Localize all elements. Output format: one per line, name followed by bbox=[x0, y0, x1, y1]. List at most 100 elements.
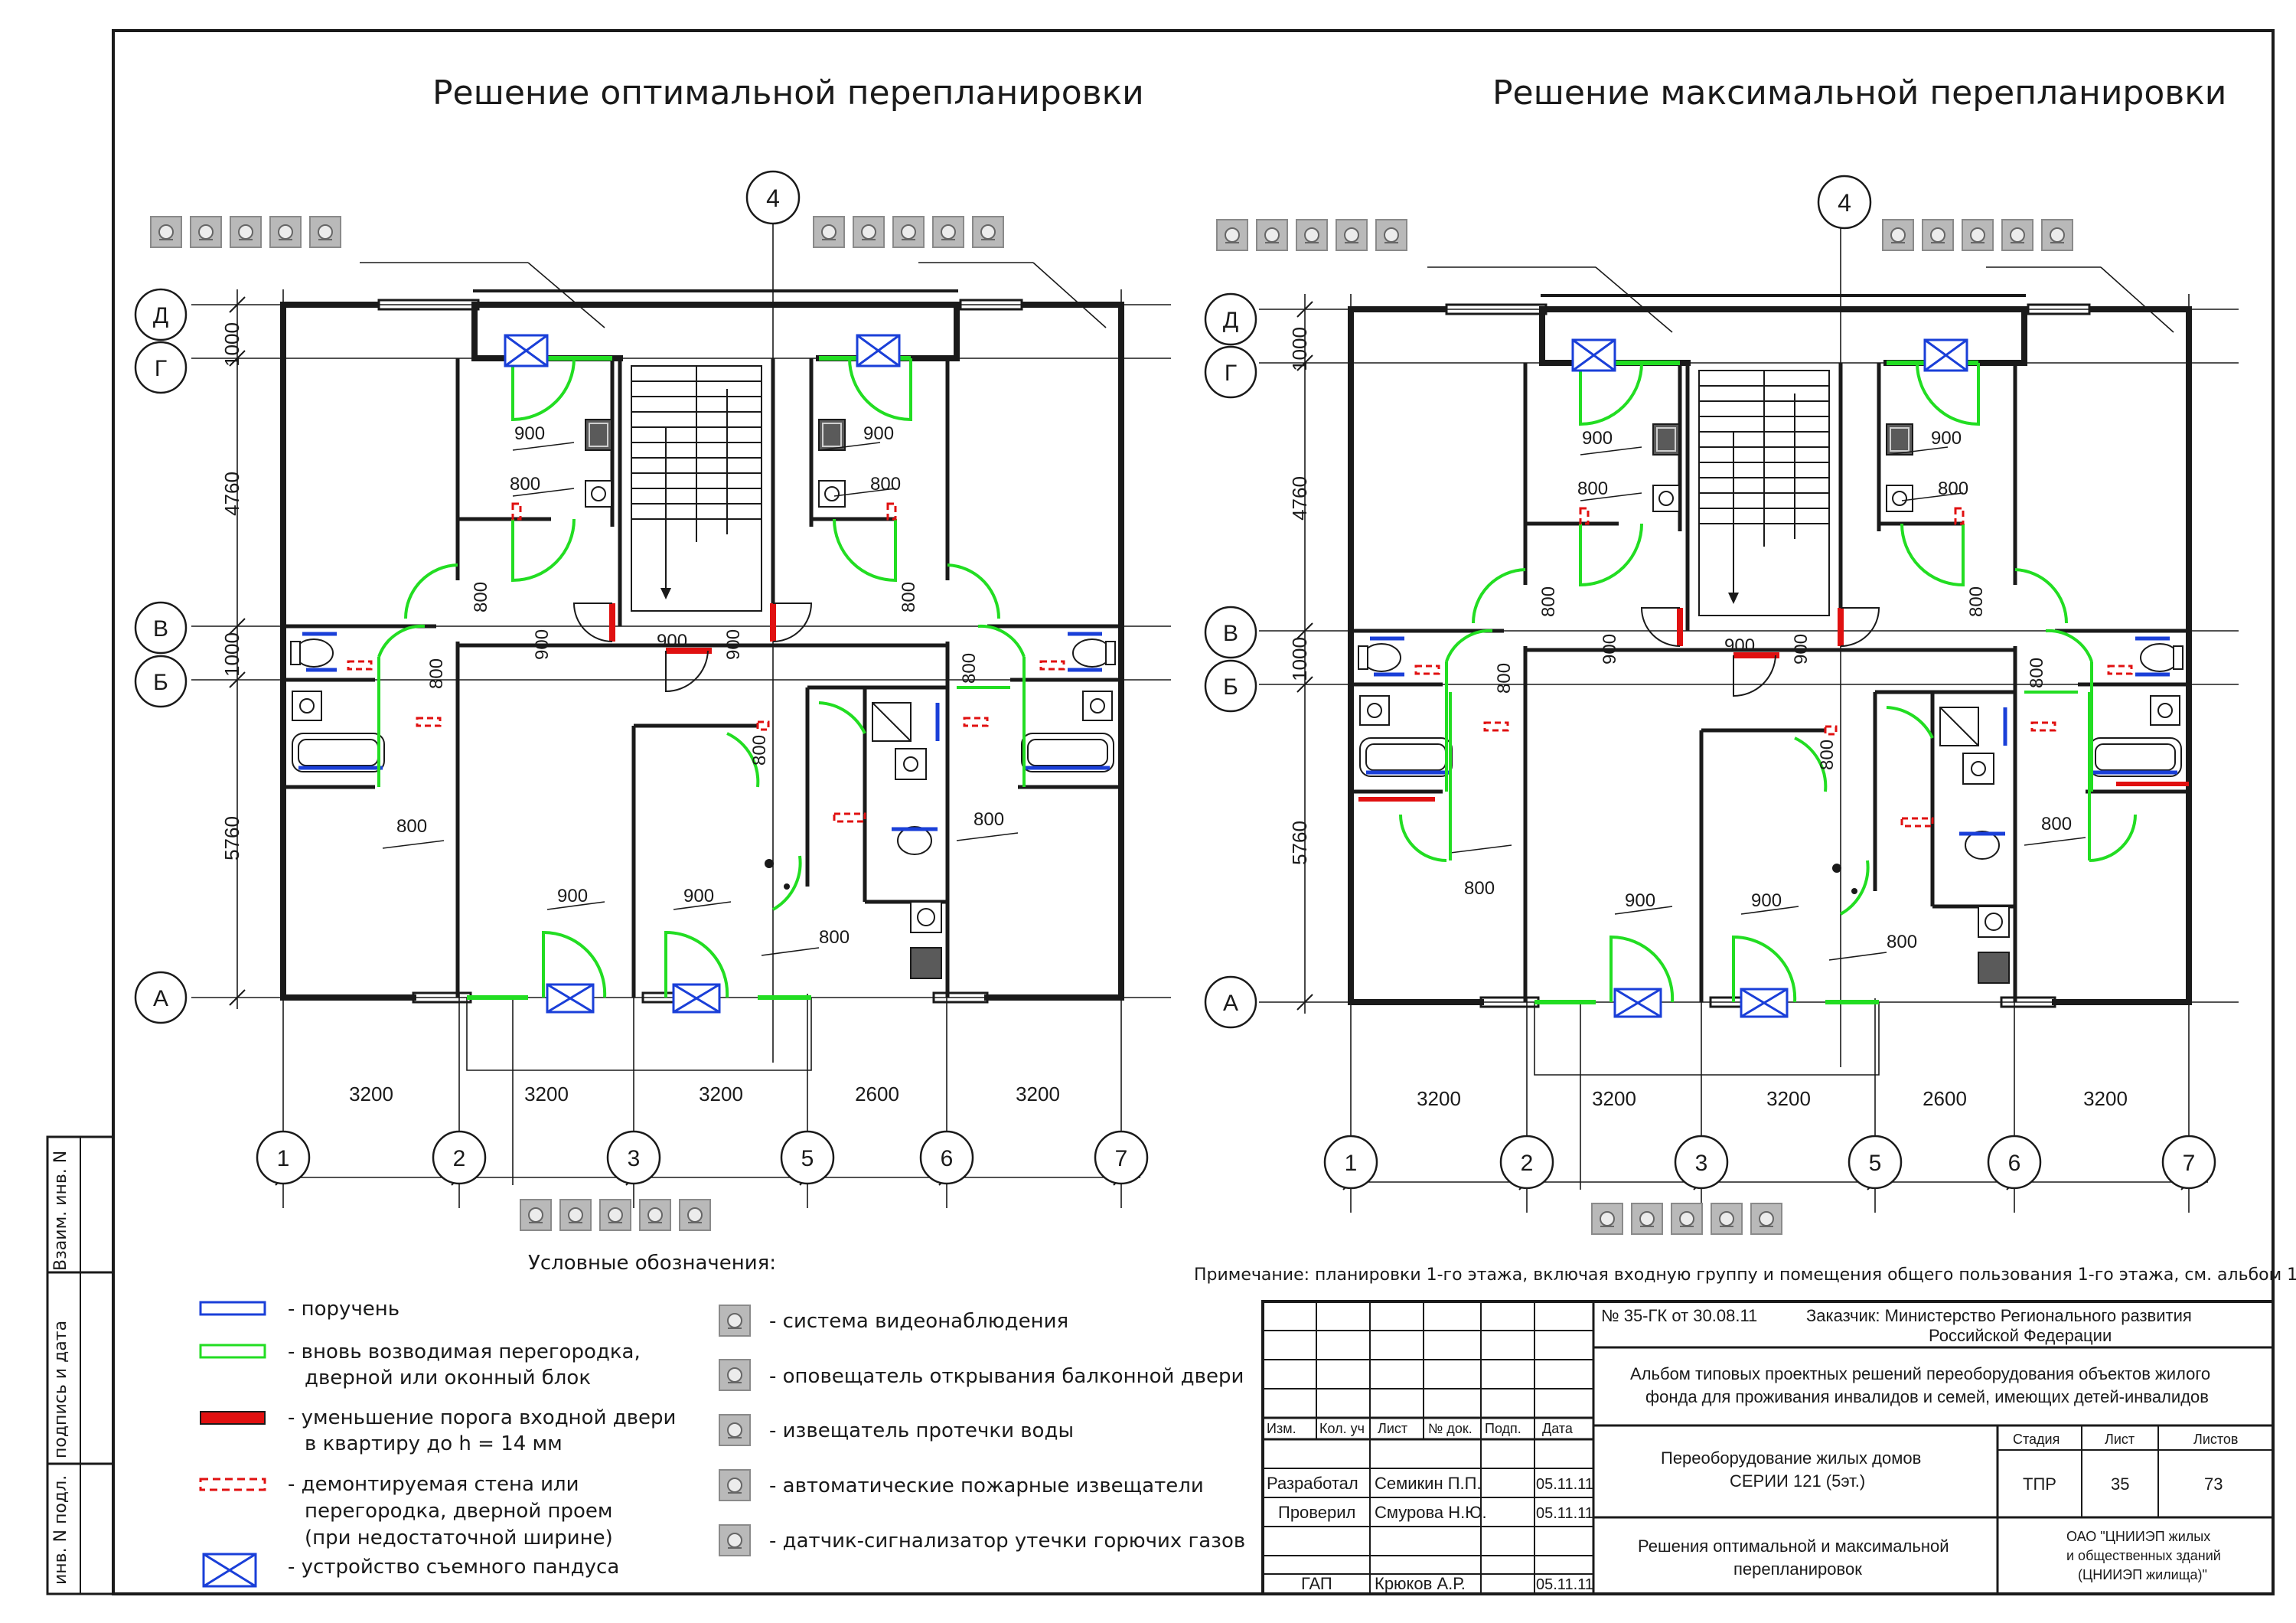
door-dim: 800 bbox=[1817, 740, 1838, 770]
col-dim: 3200 bbox=[1592, 1087, 1636, 1110]
door-dim: 800 bbox=[2041, 814, 2072, 834]
legend-label: перегородка, дверной проем bbox=[305, 1500, 613, 1523]
legend-label: - вновь возводимая перегородка, bbox=[288, 1341, 641, 1363]
row-label: В bbox=[153, 616, 168, 642]
col-label: 1 bbox=[277, 1146, 290, 1171]
col-label: 7 bbox=[2183, 1151, 2196, 1176]
stamp-stage: ТПР bbox=[2023, 1474, 2056, 1494]
stamp-col-header: Дата bbox=[1542, 1421, 1574, 1436]
sensor-label: - извещатель протечки воды bbox=[769, 1419, 1074, 1442]
stamp-col-header: Лист bbox=[1378, 1421, 1407, 1436]
row-label: А bbox=[153, 986, 168, 1011]
sensor-icon-row bbox=[151, 217, 341, 247]
door-dimensions: 900 800 900 800 800 900 900 900 800 800 … bbox=[1464, 428, 2072, 952]
column-axes: 1 2 3 5 6 7 bbox=[1323, 1135, 2216, 1190]
col-label: 5 bbox=[1869, 1151, 1882, 1176]
door-dim: 900 bbox=[1751, 890, 1782, 911]
stamp-sheet-title: перепланировок bbox=[1733, 1559, 1862, 1579]
side-stamp-label-3: инв. N подл. bbox=[51, 1475, 70, 1585]
col-dim: 2600 bbox=[1923, 1087, 1967, 1110]
door-dim: 800 bbox=[974, 809, 1004, 830]
row-label: А bbox=[1223, 991, 1238, 1016]
stamp-col-header: Кол. уч bbox=[1319, 1421, 1365, 1436]
axis-bubble bbox=[1817, 175, 1872, 230]
col-label: 3 bbox=[628, 1146, 641, 1171]
door-dim: 800 bbox=[959, 653, 980, 684]
gas-sensor-icon bbox=[719, 1524, 751, 1556]
door-dim: 900 bbox=[1625, 890, 1655, 911]
stamp-sheet: 35 bbox=[2111, 1474, 2129, 1494]
stamp-album: Альбом типовых проектных решений переобо… bbox=[1630, 1364, 2210, 1383]
row-label: Г bbox=[1225, 361, 1237, 386]
stamp-date: 05.11.11 bbox=[1536, 1576, 1593, 1593]
stamp-role: Разработал bbox=[1267, 1474, 1358, 1493]
row-axes: Д Г В Б А bbox=[1204, 292, 1257, 1029]
col-label: 5 bbox=[801, 1146, 814, 1171]
sensor-icon-row bbox=[1592, 1203, 1782, 1234]
stamp-customer: Заказчик: Министерство Регионального раз… bbox=[1806, 1306, 2192, 1325]
column-dimensions: 3200 3200 3200 2600 3200 bbox=[349, 1083, 1060, 1105]
title-block bbox=[1261, 1300, 2275, 1595]
stamp-org: и общественных зданий bbox=[2066, 1548, 2221, 1563]
row-dim: 4760 bbox=[220, 472, 243, 516]
door-dim: 800 bbox=[2027, 658, 2047, 688]
sensor-icon-row bbox=[1883, 220, 2073, 250]
stamp-role: Проверил bbox=[1278, 1503, 1355, 1522]
stamp-org: (ЦНИИЭП жилища)" bbox=[2078, 1567, 2207, 1582]
stamp-org: ОАО "ЦНИИЭП жилых bbox=[2066, 1529, 2210, 1544]
stamp-name: Семикин П.П. bbox=[1375, 1474, 1482, 1493]
legend-title: Условные обозначения: bbox=[528, 1252, 776, 1275]
door-dimensions: 900 800 900 800 800 900 900 900 800 800 … bbox=[396, 423, 1004, 948]
stamp-project: СЕРИИ 121 (5эт.) bbox=[1730, 1471, 1865, 1491]
door-dim: 800 bbox=[1966, 586, 1987, 617]
legend-label: в квартиру до h = 14 мм bbox=[305, 1432, 563, 1455]
stamp-role: ГАП bbox=[1301, 1574, 1332, 1593]
row-dim: 1000 bbox=[220, 632, 243, 677]
col-label: 6 bbox=[2008, 1151, 2021, 1176]
legend-label: - поручень bbox=[288, 1298, 400, 1321]
col-dim: 3200 bbox=[349, 1083, 393, 1105]
sensor-icon-row bbox=[520, 1200, 710, 1230]
door-dim: 900 bbox=[1600, 634, 1620, 665]
legend-item-ramp: - устройство съемного пандуса bbox=[202, 1553, 619, 1588]
col-label: 6 bbox=[941, 1146, 954, 1171]
plan-title: Решение максимальной перепланировки bbox=[1492, 73, 2226, 113]
col-label: 7 bbox=[1115, 1146, 1128, 1171]
axis-bubble bbox=[745, 170, 801, 225]
sensor-label: - система видеонаблюдения bbox=[769, 1310, 1068, 1333]
door-dim: 800 bbox=[899, 582, 919, 612]
plan-title: Решение оптимальной перепланировки bbox=[432, 73, 1144, 113]
door-dim: 800 bbox=[1938, 478, 1968, 499]
row-axes: Д Г В Б А bbox=[134, 288, 188, 1024]
note-text: Примечание: планировки 1-го этажа, включ… bbox=[1194, 1265, 2296, 1285]
legend-label: - устройство съемного пандуса bbox=[288, 1556, 619, 1579]
legend-label: - демонтируемая стена или bbox=[288, 1473, 579, 1496]
stamp-project: Переоборудование жилых домов bbox=[1661, 1448, 1921, 1468]
video-camera-icon bbox=[719, 1305, 751, 1337]
legend-sensors: - система видеонаблюдения - оповещатель … bbox=[719, 1305, 1245, 1556]
door-dim: 800 bbox=[396, 816, 427, 837]
door-dim: 900 bbox=[723, 629, 744, 660]
row-dim: 5760 bbox=[220, 816, 243, 860]
column-axes: 1 2 3 5 6 7 bbox=[256, 1130, 1149, 1185]
plan-maximal: Решение максимальной перепланировки 4 Д bbox=[1204, 73, 2239, 1234]
stamp-sheets: 73 bbox=[2204, 1474, 2223, 1494]
stamp-name: Крюков А.Р. bbox=[1375, 1574, 1466, 1593]
row-dim: 1000 bbox=[1288, 637, 1311, 681]
row-dim: 5760 bbox=[1288, 821, 1311, 865]
door-dim: 900 bbox=[683, 886, 714, 906]
sensor-icon-row bbox=[1217, 220, 1407, 250]
door-dim: 800 bbox=[1538, 586, 1559, 617]
sensor-icon-row bbox=[814, 217, 1003, 247]
side-stamp-label-1: Взаим. инв. N bbox=[51, 1151, 70, 1271]
sensor-label: - датчик-сигнализатор утечки горючих газ… bbox=[769, 1530, 1245, 1553]
door-dim: 900 bbox=[1931, 428, 1962, 449]
col-dim: 3200 bbox=[1016, 1083, 1060, 1105]
door-dim: 800 bbox=[510, 474, 540, 495]
door-dim: 900 bbox=[557, 886, 588, 906]
row-dim: 4760 bbox=[1288, 476, 1311, 521]
row-dimensions: 1000 4760 1000 5760 bbox=[1288, 327, 1311, 865]
stamp-col-header: № док. bbox=[1428, 1421, 1473, 1436]
col-label: 1 bbox=[1345, 1151, 1358, 1176]
